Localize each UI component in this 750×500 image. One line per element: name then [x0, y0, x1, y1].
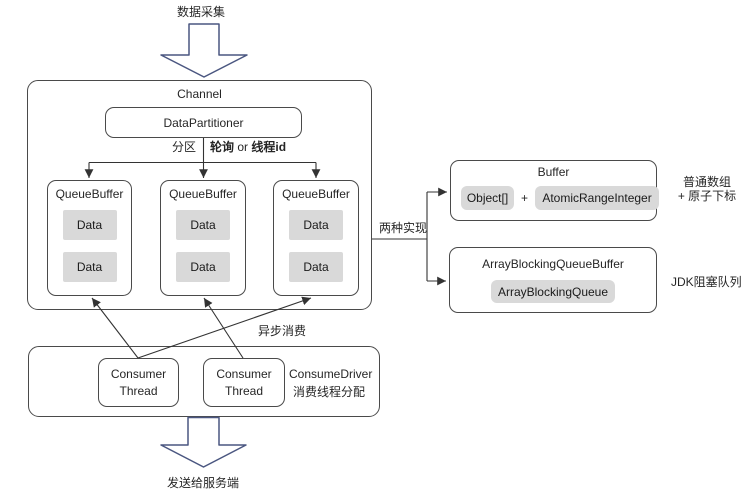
data-item: Data	[176, 252, 230, 282]
label-send-to-server: 发送给服务端	[166, 476, 239, 490]
consumer-line1: Consumer	[110, 367, 167, 382]
partition-strategy-threadid: 线程id	[251, 140, 287, 154]
object-array-pill: Object[]	[461, 186, 514, 210]
consumer-line2: Thread	[119, 383, 158, 398]
label-data-collection: 数据采集	[176, 5, 225, 19]
data-item: Data	[289, 210, 343, 240]
flow-arrow-down-bottom	[160, 416, 247, 468]
queue-buffer-box-1: QueueBuffer Data Data	[47, 180, 132, 296]
data-partitioner-box: DataPartitioner	[105, 107, 302, 138]
partition-label-right: 轮询 or 线程id	[210, 140, 287, 155]
buffer-box: Buffer Object[] + AtomicRangeInteger	[450, 160, 660, 221]
consumer-thread-box-1: Consumer Thread	[98, 358, 179, 407]
partition-strategy-roundrobin: 轮询	[210, 140, 235, 154]
partition-strategy-or: or	[234, 140, 252, 154]
queue-buffer-title: QueueBuffer	[282, 187, 350, 201]
queue-buffer-box-3: QueueBuffer Data Data	[273, 180, 359, 296]
label-two-implementations: 两种实现	[379, 221, 428, 235]
consumer-line1: Consumer	[216, 367, 272, 382]
queue-buffer-title: QueueBuffer	[55, 187, 124, 201]
consume-driver-label: ConsumeDriver	[289, 367, 373, 381]
atomic-range-integer-pill: AtomicRangeInteger	[535, 186, 660, 210]
channel-title: Channel	[177, 87, 222, 101]
buffer-note-line2: + 原子下标	[677, 188, 737, 203]
flow-arrow-down-top	[160, 23, 248, 78]
array-blocking-queue-buffer-box: ArrayBlockingQueueBuffer ArrayBlockingQu…	[449, 247, 657, 313]
abq-title: ArrayBlockingQueueBuffer	[482, 257, 624, 271]
queue-buffer-box-2: QueueBuffer Data Data	[160, 180, 246, 296]
queue-buffer-title: QueueBuffer	[169, 187, 237, 201]
plus-sign: +	[521, 191, 529, 205]
consumer-line2: Thread	[224, 383, 264, 398]
buffer-note-line1: 普通数组	[682, 175, 731, 189]
data-item: Data	[62, 252, 117, 282]
data-item: Data	[289, 252, 343, 282]
consumer-thread-box-2: Consumer Thread	[203, 358, 285, 407]
array-blocking-queue-pill: ArrayBlockingQueue	[491, 280, 615, 303]
data-item: Data	[62, 210, 117, 240]
buffer-note: 普通数组 + 原子下标	[667, 175, 747, 204]
buffer-title: Buffer	[537, 165, 570, 179]
partition-label-left: 分区	[171, 140, 196, 154]
data-item: Data	[176, 210, 230, 240]
jdk-note: JDK阻塞队列	[671, 275, 742, 289]
data-partitioner-label: DataPartitioner	[163, 115, 244, 130]
consume-driver-sublabel: 消费线程分配	[292, 385, 365, 399]
label-async-consume: 异步消费	[258, 324, 307, 338]
